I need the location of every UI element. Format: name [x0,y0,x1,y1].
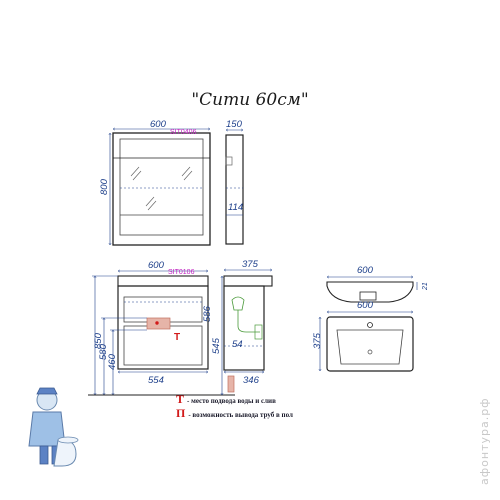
water-supply-marker: T [174,332,180,343]
legend-symbol-t: T [176,392,185,406]
basin-width-label: 600 [357,265,374,276]
legend-item-floor: П- возможность вывода труб в пол [176,406,293,421]
plumber-mascot-logo [28,387,79,467]
glass-reflection-icon [130,166,142,181]
side-height-54-label: 54 [232,339,243,350]
legend-item-water: T- место подвода воды и слив [176,392,276,407]
watermark: афонтура.рф [478,397,491,485]
side-height-586-label: 586 [202,305,213,322]
legend-symbol-p: П [176,406,186,420]
basin-front-view [326,277,418,303]
siphon-icon [231,296,245,311]
mirror-height-label: 800 [99,178,110,195]
side-depth-label: 375 [242,259,259,270]
mirror-depth-label: 150 [226,119,243,130]
basin-height-label: 21 [422,282,429,291]
cabinet-width-label: 600 [148,260,165,271]
mirror-shelf-label: 114 [228,202,243,213]
mirror-front-view [110,129,211,246]
cabinet-height-label: 850 [93,332,104,349]
cabinet-front-view [88,271,235,396]
side-height-545-label: 545 [211,337,222,354]
basin-top-depth-label: 375 [312,332,323,349]
floor-outlet-marker [227,375,235,393]
legend-text-floor: - возможность вывода труб в пол [188,411,293,419]
basin-top-view [320,312,414,372]
cabinet-code: SIT0106 [168,269,195,276]
side-bottom-depth-label: 346 [243,375,260,386]
drawing-title: "Сити 60см" [191,90,309,110]
height-580-label: 580 [98,343,109,360]
cabinet-bottom-width-label: 554 [148,375,164,386]
mirror-width-label: 600 [150,119,167,130]
height-460-label: 460 [107,353,118,370]
legend-text-water: - место подвода воды и слив [187,397,276,405]
mirror-code: SIT0406 [170,129,197,136]
mirror-side-view [225,130,244,245]
basin-top-width-label: 600 [357,300,374,311]
cabinet-side-view [222,270,273,395]
